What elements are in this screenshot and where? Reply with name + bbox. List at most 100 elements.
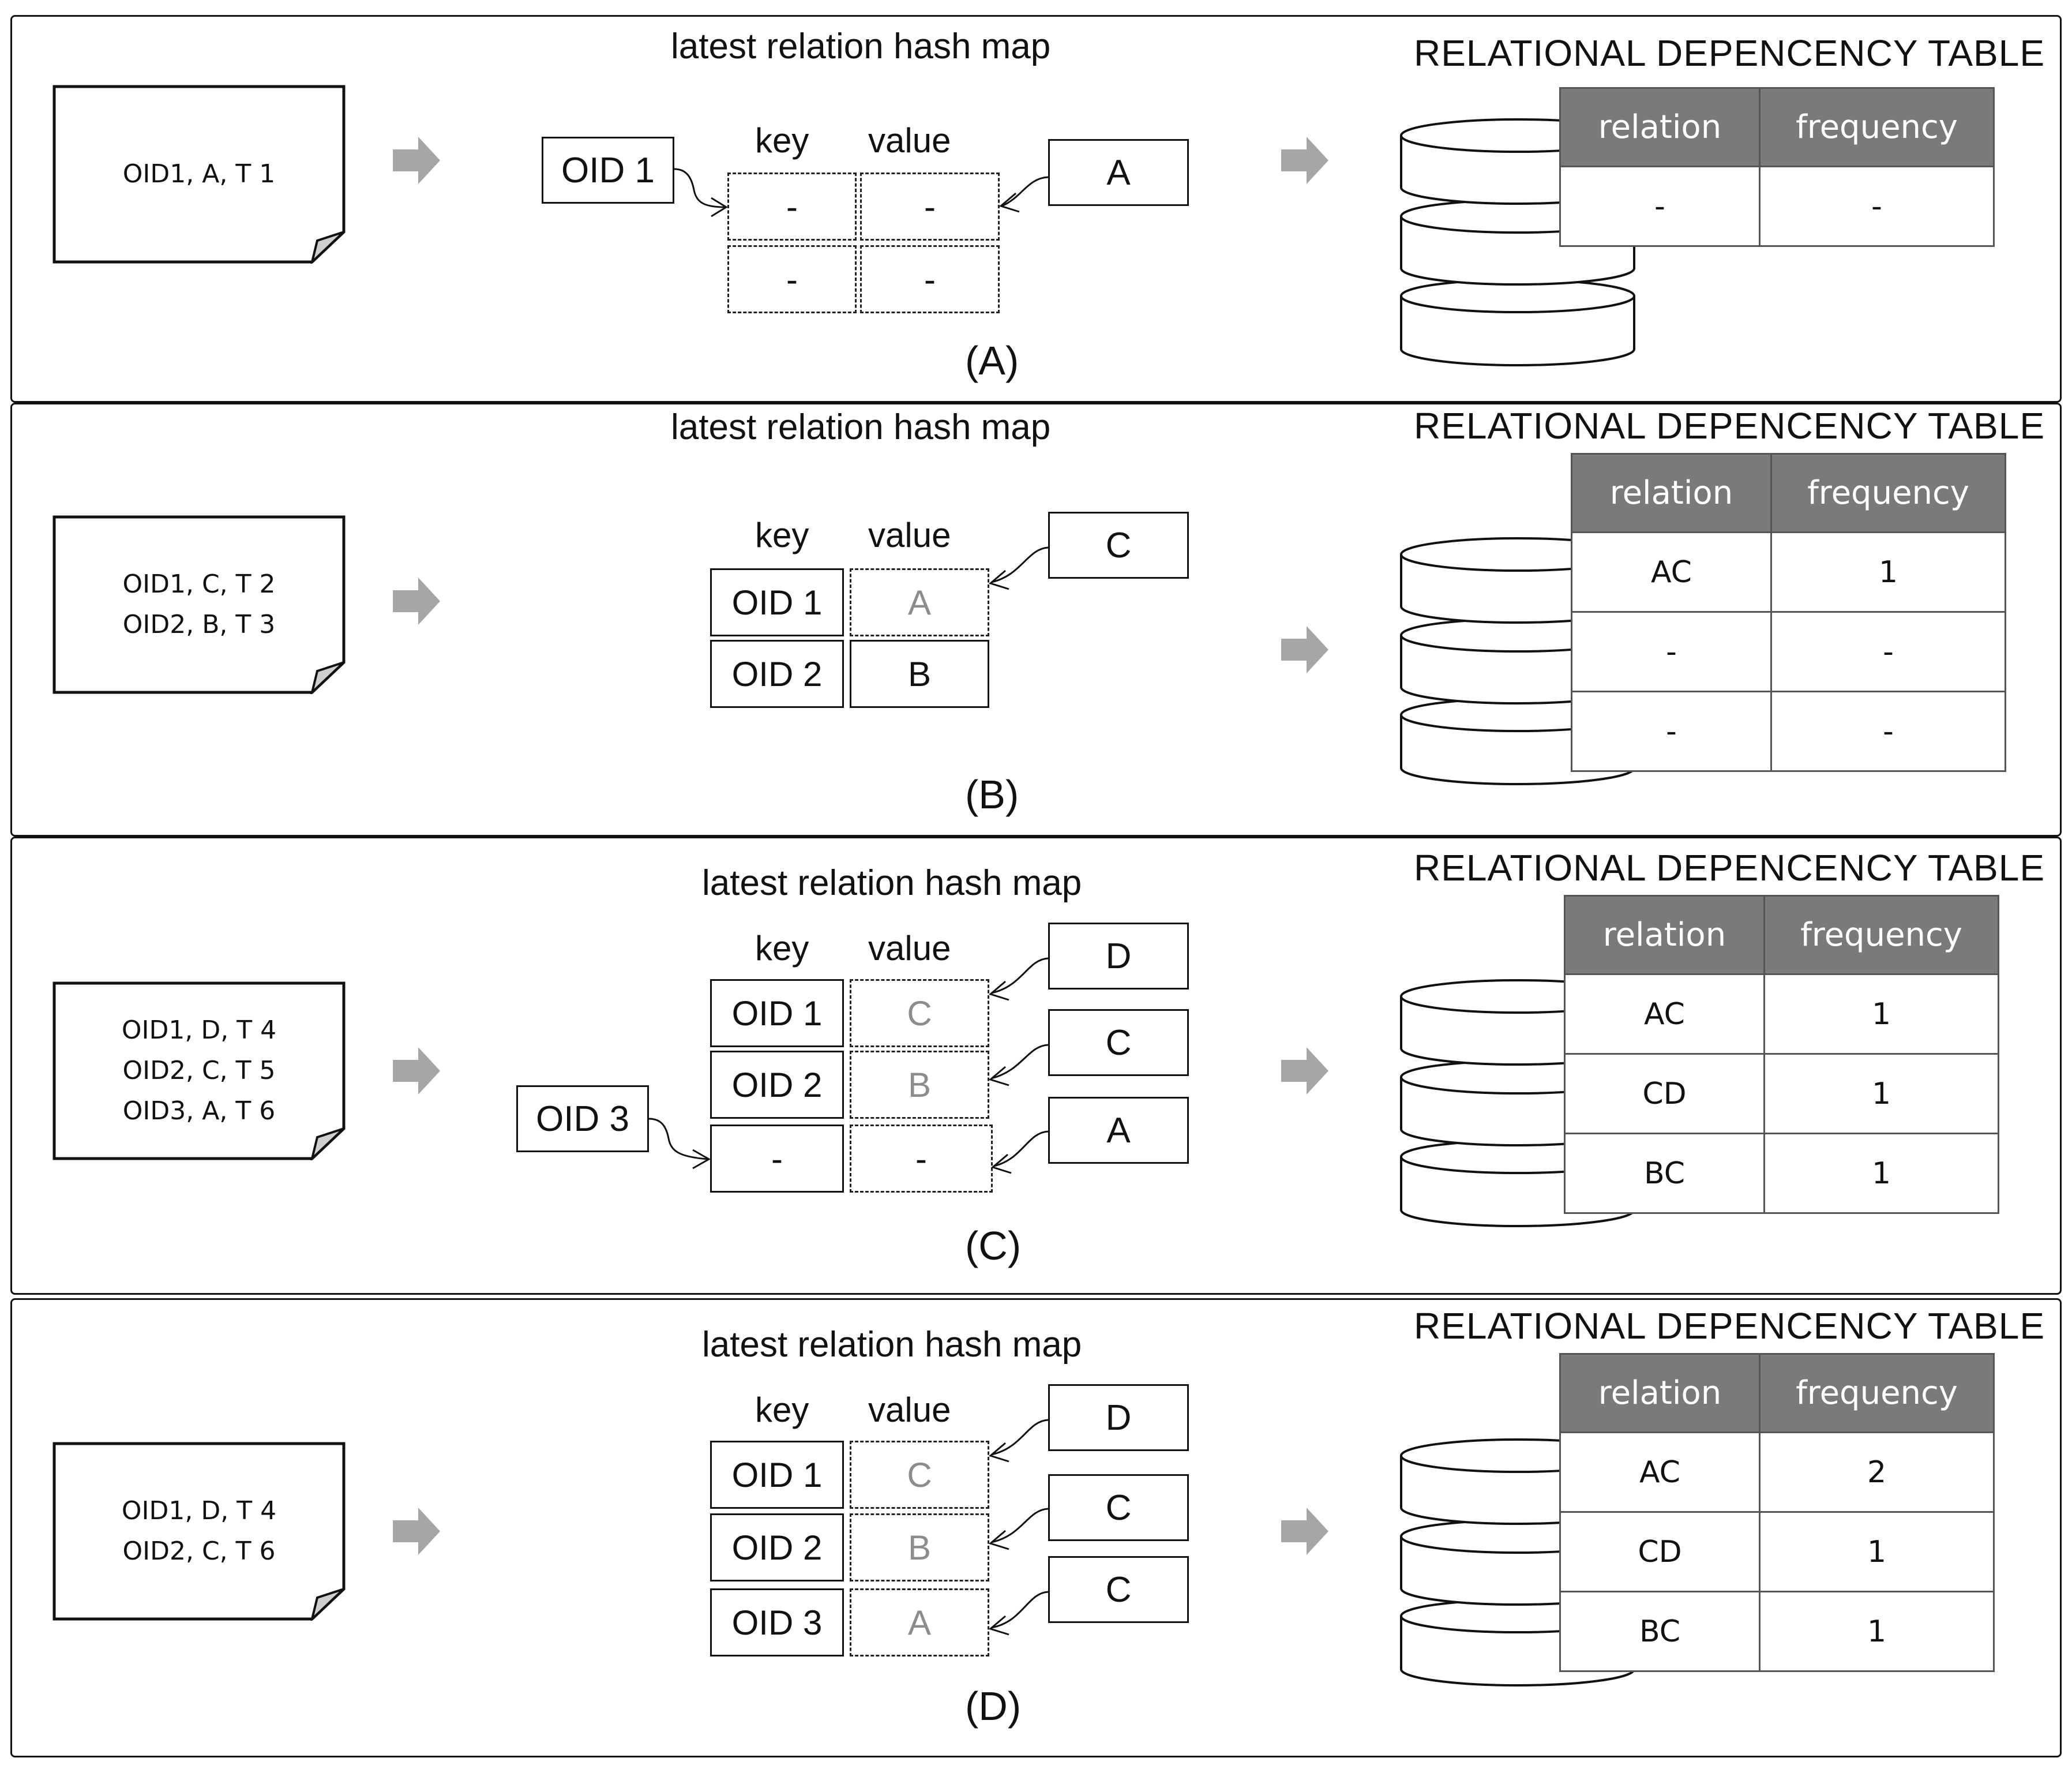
document-icon [52,981,346,1160]
hashmap-title: latest relation hash map [671,407,1051,447]
hashmap-value-cell: - [850,1125,993,1193]
incoming-key-box: OID 1 [542,137,674,204]
input-document: OID1, D, T 4 OID2, C, T 6 [52,1442,346,1621]
document-line: OID1, A, T 1 [122,159,276,189]
hashmap-key-cell: OID 1 [710,979,844,1047]
relation-cell: AC [1559,1431,1761,1513]
relation-cell: BC [1559,1591,1761,1672]
dependency-table-title: RELATIONAL DEPENCENCY TABLE [1414,405,2045,447]
value-header: value [868,1391,951,1429]
key-header: key [755,516,809,554]
hashmap-value-cell: A [850,568,989,636]
hashmap-value-cell: - [860,173,1000,241]
dependency-table-title: RELATIONAL DEPENCENCY TABLE [1414,32,2045,74]
dependency-table: relation frequency AC 2 CD 1 BC 1 [1559,1353,1995,1672]
table-row: - - [1571,691,2006,772]
input-document: OID1, A, T 1 [52,85,346,264]
relation-cell: - [1559,166,1761,247]
frequency-cell: - [1770,611,2006,692]
panel-d: OID1, D, T 4 OID2, C, T 6 latest relatio… [10,1298,2062,1757]
incoming-value-box: C [1048,1556,1189,1623]
incoming-key-box: OID 3 [516,1085,649,1152]
column-header-relation: relation [1564,895,1765,975]
table-row: - - [1559,166,1995,247]
key-header: key [755,1391,809,1429]
flow-arrow-icon [1281,626,1328,673]
frequency-cell: - [1770,691,2006,772]
key-header: key [755,929,809,968]
document-icon [52,85,346,264]
table-row: BC 1 [1564,1133,1999,1214]
hashmap-value-cell: B [850,1513,989,1581]
panel-label: (D) [965,1684,1022,1729]
incoming-value-box: A [1048,139,1189,206]
panel-a: OID1, A, T 1 latest relation hash map OI… [10,15,2062,403]
dependency-table: relation frequency AC 1 CD 1 BC 1 [1564,895,1999,1214]
hashmap-value-cell: B [850,640,989,708]
column-header-relation: relation [1559,1353,1761,1433]
document-icon [52,1442,346,1621]
table-row: AC 2 [1559,1431,1995,1513]
column-header-relation: relation [1559,87,1761,167]
hashmap-value-cell: B [850,1051,989,1119]
flow-arrow-icon [393,137,440,184]
hashmap-key-cell: - [710,1125,844,1193]
dependency-table-title: RELATIONAL DEPENCENCY TABLE [1414,1305,2045,1347]
document-line: OID2, C, T 5 [122,1056,276,1085]
column-header-relation: relation [1571,453,1772,533]
value-header: value [868,121,951,160]
frequency-cell: 1 [1763,973,1999,1055]
hashmap-key-cell: OID 1 [710,568,844,636]
relation-cell: AC [1571,531,1772,613]
document-line: OID3, A, T 6 [122,1096,276,1126]
relation-cell: AC [1564,973,1765,1055]
panel-b: OID1, C, T 2 OID2, B, T 3 latest relatio… [10,403,2062,837]
frequency-cell: 1 [1763,1133,1999,1214]
relation-cell: BC [1564,1133,1765,1214]
hashmap-key-cell: OID 2 [710,1513,844,1581]
hashmap-key-cell: - [727,173,857,241]
panel-label: (C) [965,1223,1022,1268]
document-line: OID1, D, T 4 [121,1496,277,1526]
document-icon [52,515,346,694]
frequency-cell: 1 [1770,531,2006,613]
hashmap-title: latest relation hash map [671,27,1051,66]
panel-c: OID1, D, T 4 OID2, C, T 5 OID3, A, T 6 l… [10,837,2062,1295]
panel-label: (B) [965,772,1019,817]
document-line: OID1, C, T 2 [122,569,276,599]
hashmap-value-cell: - [860,245,1000,313]
flow-arrow-icon [1281,1508,1328,1555]
table-row: - - [1571,611,2006,692]
table-row: BC 1 [1559,1591,1995,1672]
value-header: value [868,516,951,554]
document-line: OID1, D, T 4 [121,1015,277,1045]
relation-cell: - [1571,611,1772,692]
flow-arrow-icon [1281,1047,1328,1095]
input-document: OID1, C, T 2 OID2, B, T 3 [52,515,346,694]
column-header-frequency: frequency [1759,87,1995,167]
relation-cell: CD [1564,1053,1765,1134]
column-header-frequency: frequency [1763,895,1999,975]
frequency-cell: 1 [1759,1591,1995,1672]
input-document: OID1, D, T 4 OID2, C, T 5 OID3, A, T 6 [52,981,346,1160]
panel-label: (A) [965,338,1019,383]
hashmap-key-cell: - [727,245,857,313]
table-row: AC 1 [1564,973,1999,1055]
frequency-cell: 1 [1763,1053,1999,1134]
relation-cell: - [1571,691,1772,772]
frequency-cell: - [1759,166,1995,247]
key-header: key [755,121,809,160]
incoming-value-box: D [1048,923,1189,990]
hashmap-title: latest relation hash map [702,863,1082,903]
flow-arrow-icon [1281,137,1328,184]
hashmap-value-cell: C [850,979,989,1047]
document-line: OID2, B, T 3 [122,610,276,639]
flow-arrow-icon [393,578,440,625]
frequency-cell: 2 [1759,1431,1995,1513]
table-row: CD 1 [1564,1053,1999,1134]
dependency-table: relation frequency AC 1 - - - - [1571,453,2006,772]
hashmap-key-cell: OID 2 [710,1051,844,1119]
relation-cell: CD [1559,1511,1761,1592]
frequency-cell: 1 [1759,1511,1995,1592]
